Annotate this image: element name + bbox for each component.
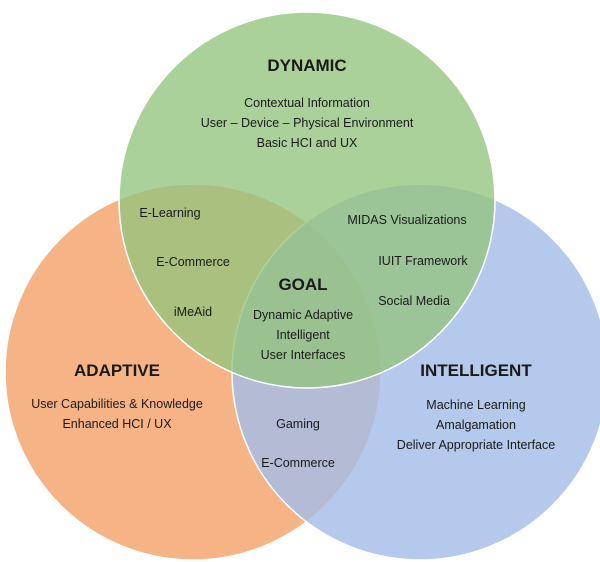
intelligent-line: Deliver Appropriate Interface — [396, 438, 556, 452]
goal-description: Dynamic Adaptive Intelligent User Interf… — [253, 305, 353, 365]
goal-title: GOAL — [278, 275, 328, 294]
adaptive-description: User Capabilities & Knowledge Enhanced H… — [31, 394, 203, 434]
adaptive-line: User Capabilities & Knowledge — [31, 397, 203, 411]
overlap-item-e-learning: E-Learning — [139, 206, 201, 220]
goal-line: Dynamic Adaptive — [252, 308, 354, 322]
dynamic-line: Basic HCI and UX — [256, 136, 358, 150]
dynamic-description: Contextual Information User – Device – P… — [201, 93, 414, 153]
intelligent-line: Machine Learning — [426, 398, 526, 412]
goal-line: Intelligent — [276, 328, 330, 342]
intelligent-line: Amalgamation — [436, 418, 516, 432]
overlap-item-social-media: Social Media — [378, 294, 450, 308]
adaptive-line: Enhanced HCI / UX — [62, 417, 172, 431]
overlap-item-gaming: Gaming — [276, 417, 320, 431]
dynamic-circle — [118, 11, 496, 389]
dynamic-title: DYNAMIC — [267, 56, 347, 75]
overlap-item-midas-visualizations: MIDAS Visualizations — [347, 213, 467, 227]
overlap-item-iuit-framework: IUIT Framework — [378, 254, 468, 268]
overlap-item-e-commerce-2: E-Commerce — [261, 456, 335, 470]
overlap-item-e-commerce: E-Commerce — [156, 255, 230, 269]
intelligent-title: INTELLIGENT — [420, 361, 532, 380]
dynamic-line: Contextual Information — [244, 96, 370, 110]
overlap-item-imeaid: iMeAid — [173, 305, 213, 319]
goal-line: User Interfaces — [260, 348, 346, 362]
dynamic-line: User – Device – Physical Environment — [200, 116, 414, 130]
adaptive-title: ADAPTIVE — [74, 361, 160, 380]
intelligent-description: Machine Learning Amalgamation Deliver Ap… — [397, 395, 555, 455]
